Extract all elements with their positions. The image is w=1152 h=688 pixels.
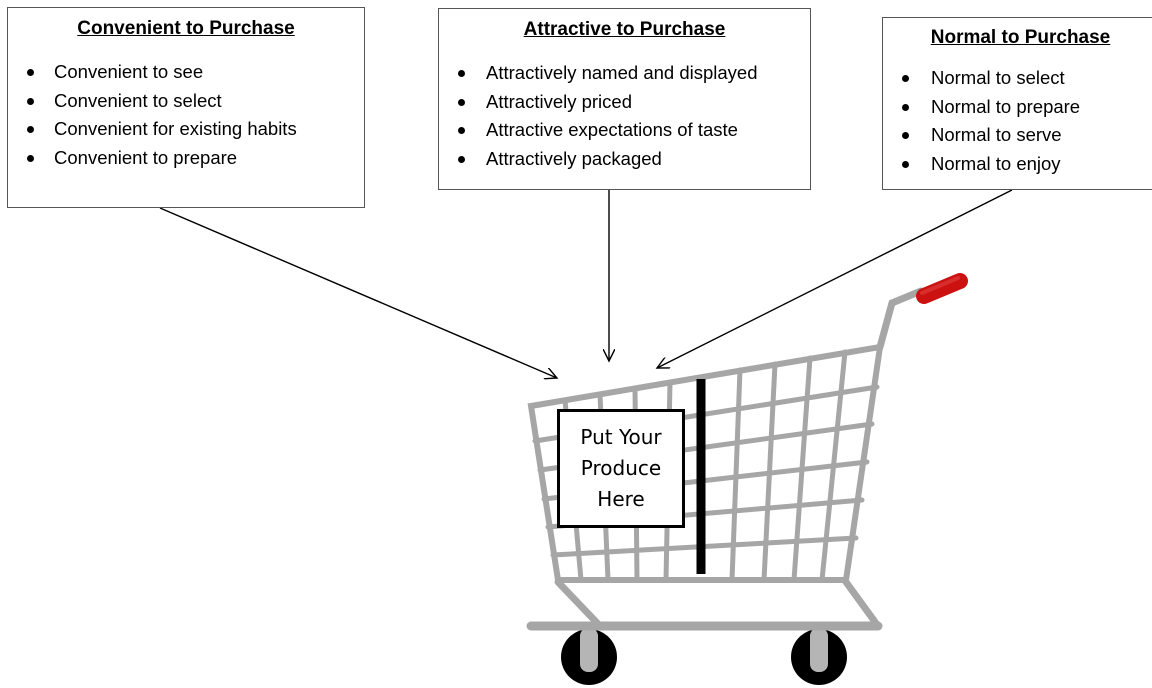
cart-basket-outline: [527, 343, 884, 583]
cart-handle-post: [876, 287, 925, 351]
list-item: Attractively priced: [439, 88, 810, 117]
list-item: Normal to serve: [883, 121, 1152, 150]
bullet-icon: [902, 103, 909, 111]
arrow-convenient: [159, 207, 557, 378]
attractive-title: Attractive to Purchase: [523, 19, 726, 40]
list-item: Attractively packaged: [439, 145, 810, 174]
convenient-box: Convenient to Purchase Convenient to see…: [7, 7, 365, 208]
produce-sign: Put Your Produce Here: [557, 409, 685, 528]
list-item: Normal to prepare: [883, 93, 1152, 122]
convenient-title: Convenient to Purchase: [77, 18, 295, 39]
convenient-list: Convenient to see Convenient to select C…: [8, 58, 364, 172]
bullet-icon: [458, 98, 465, 106]
normal-box: Normal to Purchase Normal to select Norm…: [882, 17, 1152, 190]
cart-wheel-right: [791, 628, 847, 685]
normal-list: Normal to select Normal to prepare Norma…: [883, 64, 1152, 178]
attractive-box: Attractive to Purchase Attractively name…: [438, 8, 811, 190]
produce-sign-text: Put Your Produce Here: [580, 425, 662, 511]
list-item: Attractively named and displayed: [439, 59, 810, 88]
bullet-icon: [902, 160, 909, 168]
bullet-icon: [27, 126, 34, 133]
cart-rear-leg: [842, 578, 882, 630]
bullet-icon: [458, 70, 465, 77]
cart-front-leg: [554, 578, 604, 630]
list-item: Convenient to see: [8, 58, 364, 87]
bullet-icon: [458, 127, 465, 134]
list-item: Convenient to select: [8, 87, 364, 116]
bullet-icon: [27, 154, 34, 162]
normal-title: Normal to Purchase: [930, 27, 1111, 48]
bullet-icon: [458, 155, 465, 163]
attractive-list: Attractively named and displayed Attract…: [439, 59, 810, 173]
cart-handle-grip: [916, 273, 968, 304]
list-item: Normal to enjoy: [883, 150, 1152, 179]
bullet-icon: [902, 75, 909, 82]
cart-wheel-left: [561, 628, 617, 685]
list-item: Normal to select: [883, 64, 1152, 93]
bullet-icon: [27, 97, 34, 105]
bullet-icon: [27, 69, 34, 76]
bullet-icon: [902, 132, 909, 139]
list-item: Attractive expectations of taste: [439, 116, 810, 145]
list-item: Convenient for existing habits: [8, 115, 364, 144]
arrow-normal: [657, 189, 1013, 368]
list-item: Convenient to prepare: [8, 144, 364, 173]
